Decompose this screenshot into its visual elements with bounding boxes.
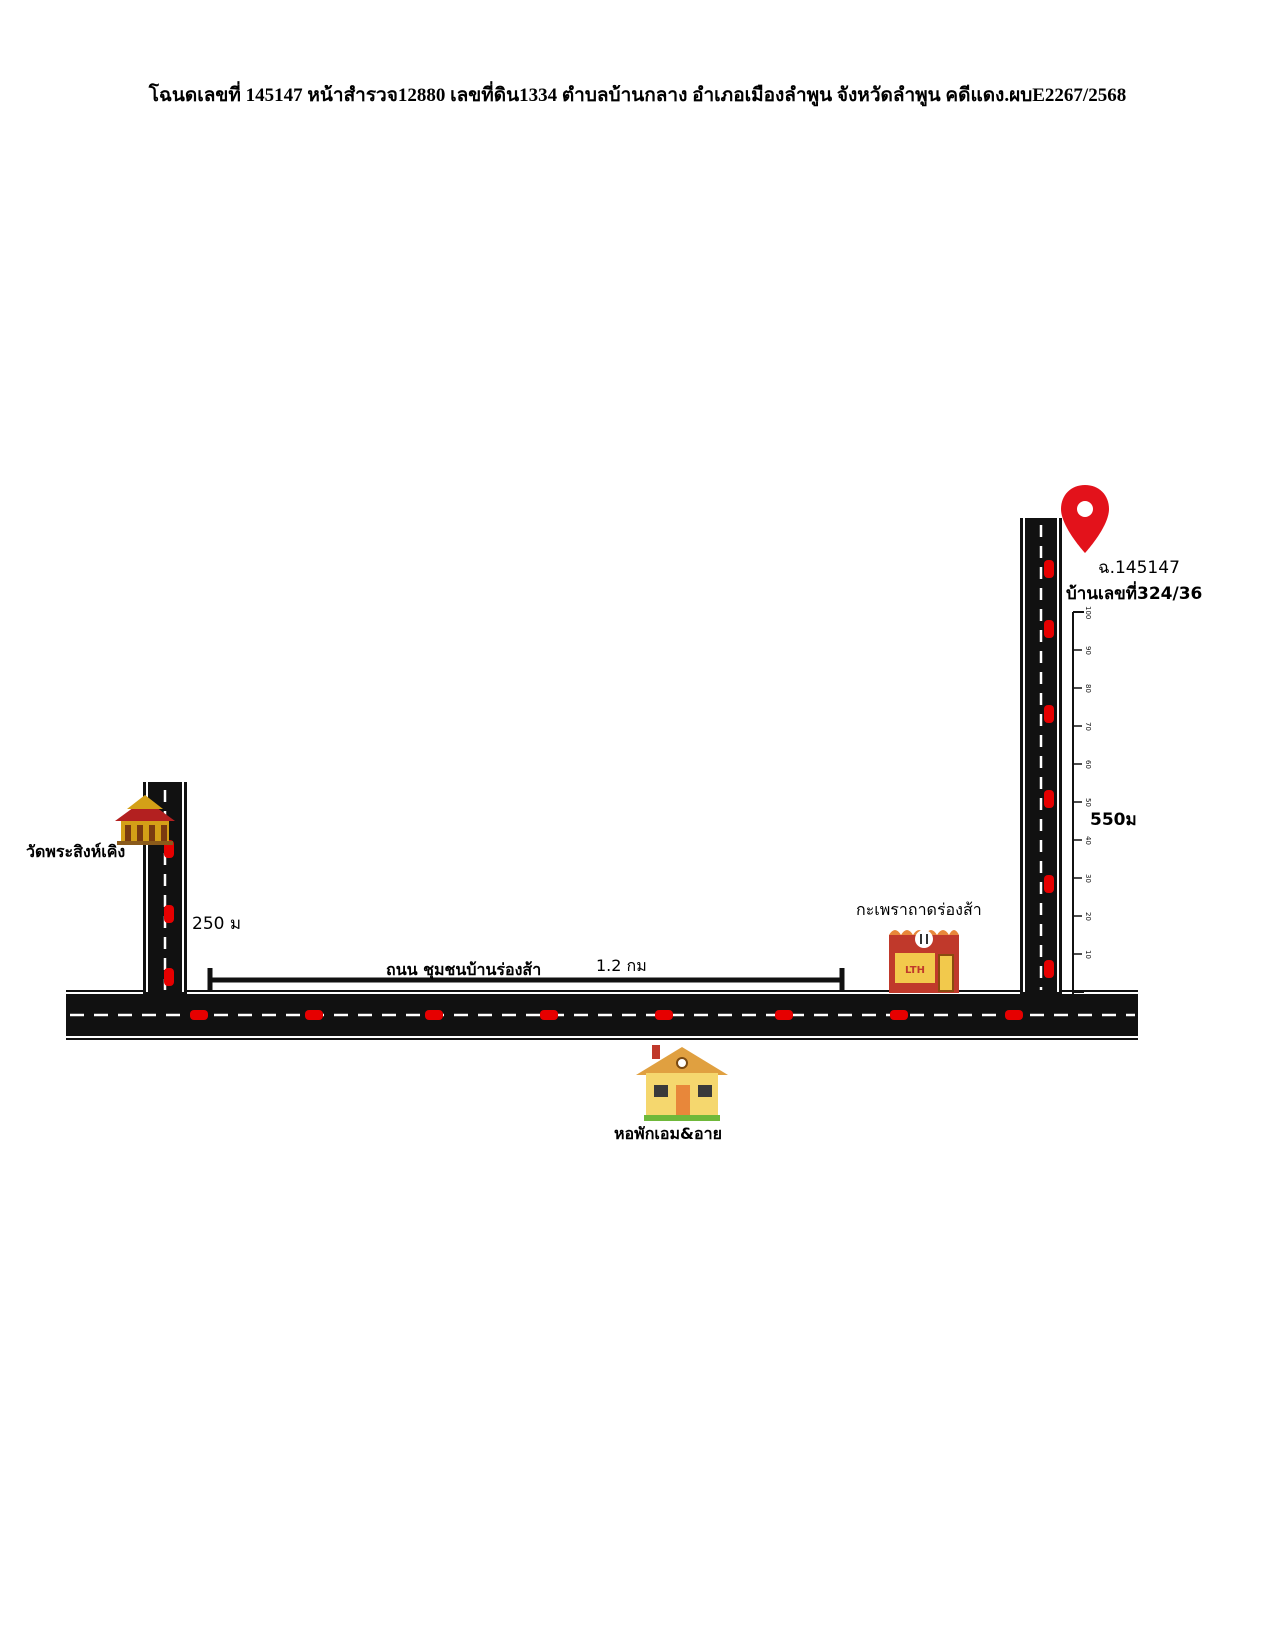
main-road — [66, 990, 1138, 1040]
location-pin-icon — [1061, 485, 1109, 553]
temple-label: วัดพระสิงห์เคิง — [26, 842, 126, 861]
shop-sign-text: LTH — [905, 965, 925, 976]
main-distance-label: 1.2 กม — [596, 956, 647, 975]
restaurant-icon: LTH — [889, 930, 959, 993]
page-title: โฉนดเลขที่ 145147 หน้าสำรวจ12880 เลขที่ด… — [148, 85, 1127, 106]
main-distance-bar — [207, 968, 845, 992]
scale-tick-label: 100 — [1084, 606, 1092, 619]
scale-tick-label: 10 — [1084, 950, 1092, 959]
dormitory-house-icon — [636, 1045, 728, 1121]
destination-house-label: บ้านเลขที่324/36 — [1066, 584, 1203, 604]
scale-tick-label: 80 — [1084, 684, 1092, 693]
dormitory-label: หอพักเอม&อาย — [614, 1124, 722, 1143]
scale-tick-label: 50 — [1084, 798, 1092, 807]
destination-deed-label: ฉ.145147 — [1098, 558, 1180, 578]
scale-ruler: 100 90 80 70 60 50 40 30 20 10 — [1072, 606, 1092, 1000]
right-branch-road — [1020, 518, 1062, 1010]
road-name-label: ถนน ชุมชนบ้านร่องส้า — [386, 960, 542, 979]
left-branch-distance: 250 ม — [192, 914, 242, 934]
scale-tick-label: 20 — [1084, 912, 1092, 921]
temple-icon — [115, 795, 175, 845]
scale-tick-label: 70 — [1084, 722, 1092, 731]
scale-tick-label: 40 — [1084, 836, 1092, 845]
scale-tick-label: 60 — [1084, 760, 1092, 769]
scale-tick-label: 90 — [1084, 646, 1092, 655]
scale-tick-label: 30 — [1084, 874, 1092, 883]
right-branch-distance: 550ม — [1090, 810, 1137, 830]
restaurant-label: กะเพราถาดร่องส้า — [856, 900, 982, 919]
